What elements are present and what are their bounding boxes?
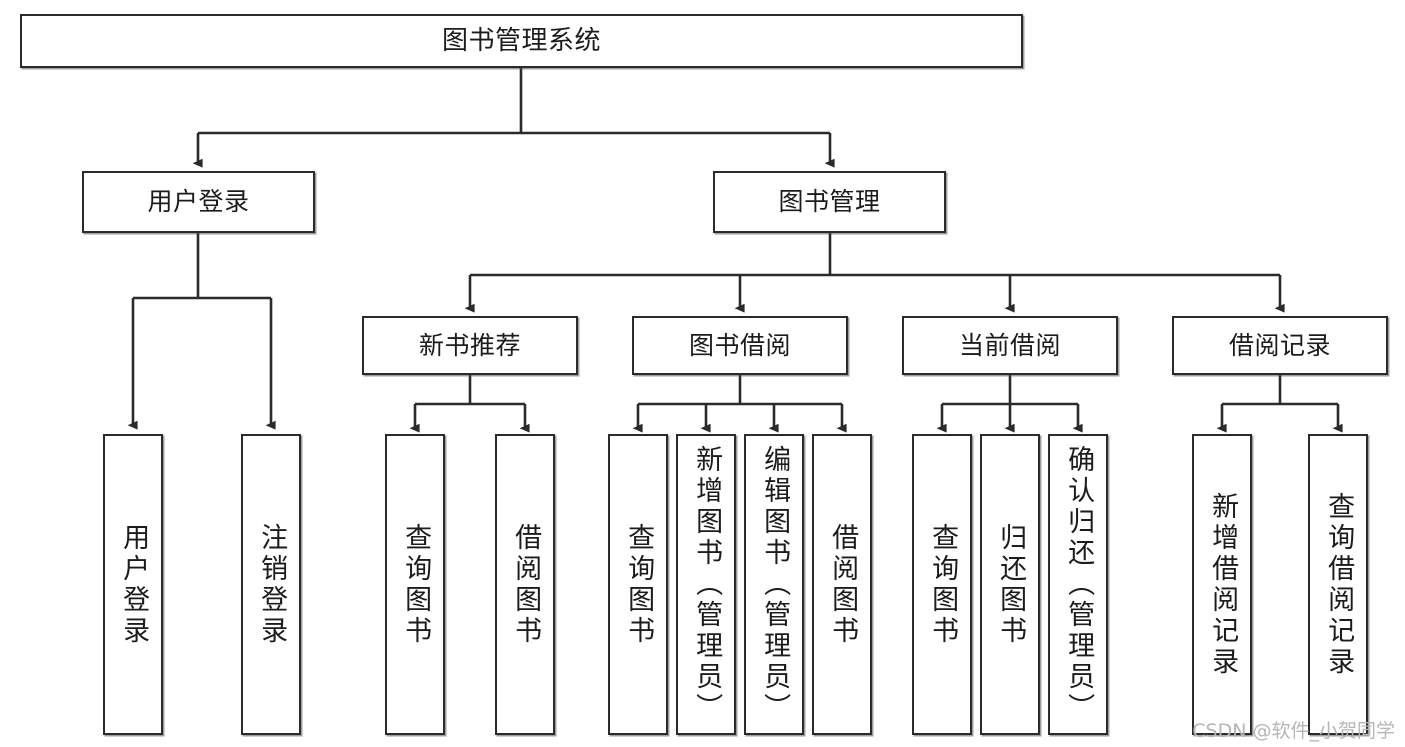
node-root-system[interactable]: 图书管理系统 bbox=[20, 14, 1023, 68]
leaf-query-book-2[interactable]: 查询图书 bbox=[608, 434, 668, 735]
leaf-return-book[interactable]: 归还图书 bbox=[980, 434, 1040, 735]
leaf-edit-book-admin[interactable]: 编辑图书（管理员） bbox=[744, 434, 804, 735]
node-label: 注销登录 bbox=[256, 522, 288, 647]
node-label: 借阅记录 bbox=[1228, 330, 1331, 360]
watermark-text: CSDN @软件_小贺同学 bbox=[1192, 720, 1395, 742]
node-label: 借阅图书 bbox=[827, 522, 859, 647]
node-label: 新增借阅记录 bbox=[1207, 491, 1239, 678]
leaf-query-borrow-record[interactable]: 查询借阅记录 bbox=[1308, 434, 1368, 735]
node-label: 确认归还（管理员） bbox=[1063, 445, 1095, 724]
node-label: 图书借阅 bbox=[688, 330, 791, 360]
leaf-borrow-book-2[interactable]: 借阅图书 bbox=[812, 434, 872, 735]
leaf-confirm-return-admin[interactable]: 确认归还（管理员） bbox=[1048, 434, 1108, 735]
node-book-management[interactable]: 图书管理 bbox=[713, 171, 946, 233]
leaf-borrow-book-1[interactable]: 借阅图书 bbox=[495, 434, 555, 735]
node-book-borrow[interactable]: 图书借阅 bbox=[632, 316, 848, 375]
node-label: 当前借阅 bbox=[958, 330, 1061, 360]
node-current-borrow[interactable]: 当前借阅 bbox=[902, 316, 1118, 375]
node-label: 用户登录 bbox=[147, 187, 250, 217]
node-new-book-recommend[interactable]: 新书推荐 bbox=[362, 316, 578, 375]
leaf-add-borrow-record[interactable]: 新增借阅记录 bbox=[1192, 434, 1252, 735]
leaf-query-book-3[interactable]: 查询图书 bbox=[912, 434, 972, 735]
leaf-query-book-1[interactable]: 查询图书 bbox=[385, 434, 445, 735]
node-label: 图书管理系统 bbox=[441, 25, 601, 56]
node-label: 编辑图书（管理员） bbox=[759, 445, 791, 724]
node-label: 归还图书 bbox=[995, 522, 1027, 647]
node-label: 图书管理 bbox=[778, 187, 881, 217]
node-label: 新增图书（管理员） bbox=[691, 445, 723, 724]
node-borrow-record[interactable]: 借阅记录 bbox=[1172, 316, 1388, 375]
leaf-user-login[interactable]: 用户登录 bbox=[103, 434, 163, 735]
node-label: 查询借阅记录 bbox=[1323, 491, 1355, 678]
node-label: 查询图书 bbox=[927, 522, 959, 647]
node-label: 用户登录 bbox=[118, 522, 150, 647]
node-label: 查询图书 bbox=[400, 522, 432, 647]
leaf-add-book-admin[interactable]: 新增图书（管理员） bbox=[676, 434, 736, 735]
node-label: 借阅图书 bbox=[510, 522, 542, 647]
leaf-logout-login[interactable]: 注销登录 bbox=[241, 434, 301, 735]
node-label: 新书推荐 bbox=[418, 330, 521, 360]
node-label: 查询图书 bbox=[623, 522, 655, 647]
node-user-login[interactable]: 用户登录 bbox=[82, 171, 315, 233]
